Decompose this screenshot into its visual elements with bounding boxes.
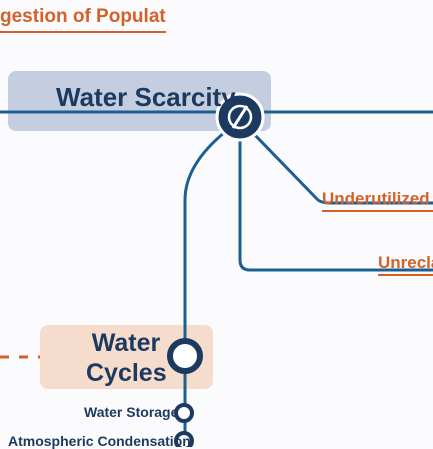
atmospheric-condensation-node bbox=[174, 431, 194, 447]
hub-slash bbox=[231, 105, 249, 129]
water-storage-node bbox=[174, 403, 194, 423]
water-cycles-line2: Cycles bbox=[86, 359, 167, 387]
water-scarcity-label: Water Scarcity bbox=[56, 82, 236, 112]
water-cycles-line1: Water bbox=[91, 329, 161, 357]
branch-line-underutilized bbox=[250, 130, 433, 205]
water-cycles-label: Water Cycles bbox=[86, 328, 167, 388]
cycles-node bbox=[167, 338, 203, 374]
unreclaimed-label: Unrecla bbox=[378, 253, 433, 276]
underutilized-label: Underutilized C bbox=[322, 189, 433, 212]
atmospheric-condensation-label: Atmospheric Condensation bbox=[8, 433, 191, 449]
water-storage-label: Water Storage bbox=[84, 404, 179, 420]
cycles-line bbox=[183, 130, 226, 447]
branch-line-unreclaimed bbox=[238, 135, 433, 272]
header-label: gestion of Population bbox=[0, 6, 166, 33]
